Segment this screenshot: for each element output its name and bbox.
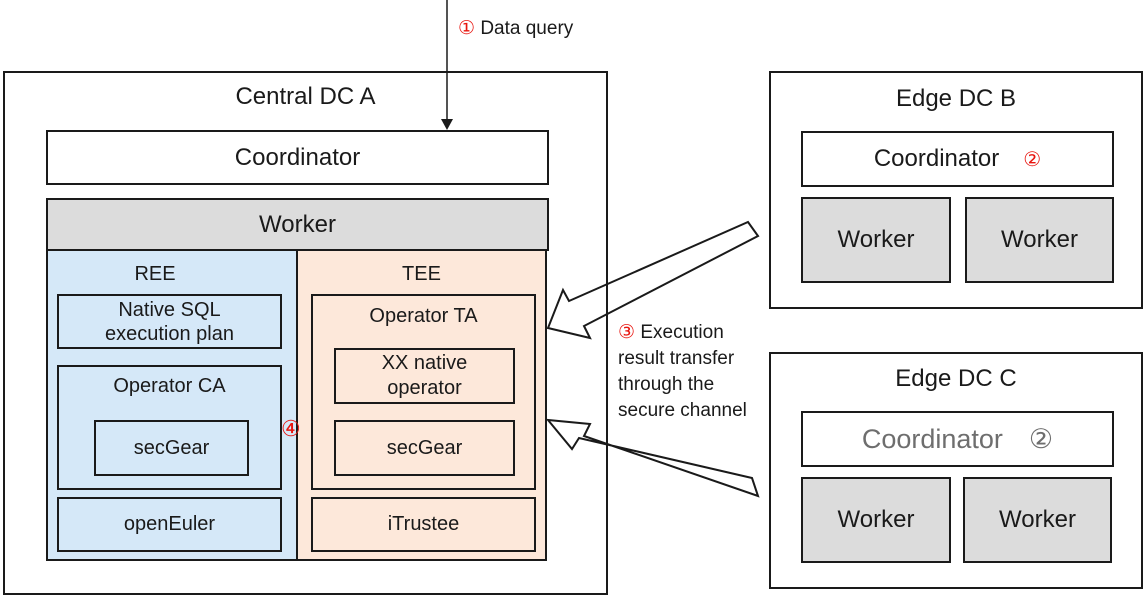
edge-b-coordinator: Coordinator ② — [801, 131, 1114, 187]
xx-native-line1: XX native — [381, 352, 468, 374]
transfer-arrow-edge-b — [546, 220, 760, 340]
edge-b-coordinator-label: Coordinator — [873, 145, 1000, 172]
edge-c-coordinator: Coordinator ② — [801, 411, 1114, 467]
edge-dc-c-title: Edge DC C — [895, 365, 1017, 392]
native-sql-line2: execution plan — [105, 323, 234, 345]
edge-c-step2-marker: ② — [1028, 423, 1054, 454]
edge-c-worker-1: Worker — [801, 477, 951, 563]
edge-c-worker-2: Worker — [963, 477, 1112, 563]
transfer-arrow-edge-c — [545, 418, 760, 498]
edge-c-coordinator-label: Coordinator — [861, 423, 1003, 454]
step3-line3: through the — [618, 374, 715, 395]
step1-label: ① Data query — [458, 17, 573, 40]
data-query-arrowhead — [441, 119, 453, 130]
edge-b-worker-2: Worker — [965, 197, 1114, 283]
edge-dc-b — [769, 71, 1143, 309]
edge-b-worker-1: Worker — [801, 197, 951, 283]
ree-secgear: secGear — [94, 420, 249, 476]
step3-line2: result transfer — [618, 348, 735, 369]
step3-line4: secure channel — [618, 400, 747, 421]
operator-ta-title: Operator TA — [369, 305, 478, 327]
central-dc-a-title: Central DC A — [235, 83, 376, 110]
openeuler: openEuler — [57, 497, 282, 552]
xx-native-line2: operator — [387, 377, 462, 399]
operator-ca-title: Operator CA — [113, 375, 226, 397]
tee-secgear: secGear — [334, 420, 515, 476]
step3-label: ③ Execution result transfer through the … — [618, 320, 747, 424]
step1-marker: ① — [458, 18, 476, 39]
ree-title: REE — [134, 263, 176, 285]
central-coordinator: Coordinator — [46, 130, 549, 185]
step4-marker: ④ — [281, 416, 301, 441]
edge-b-step2-marker: ② — [1023, 148, 1042, 171]
itrustee: iTrustee — [311, 497, 536, 552]
central-dc-a — [3, 71, 608, 595]
step1-text: Data query — [480, 18, 574, 39]
central-worker-header: Worker — [46, 198, 549, 251]
xx-native-operator: XX native operator — [334, 348, 515, 404]
step3-marker: ③ — [618, 322, 636, 343]
edge-dc-b-title: Edge DC B — [895, 85, 1017, 112]
native-sql-line1: Native SQL — [118, 299, 221, 321]
native-sql-plan: Native SQL execution plan — [57, 294, 282, 349]
tee-title: TEE — [402, 263, 441, 285]
step3-line1: Execution — [640, 322, 724, 343]
edge-dc-c — [769, 352, 1143, 589]
